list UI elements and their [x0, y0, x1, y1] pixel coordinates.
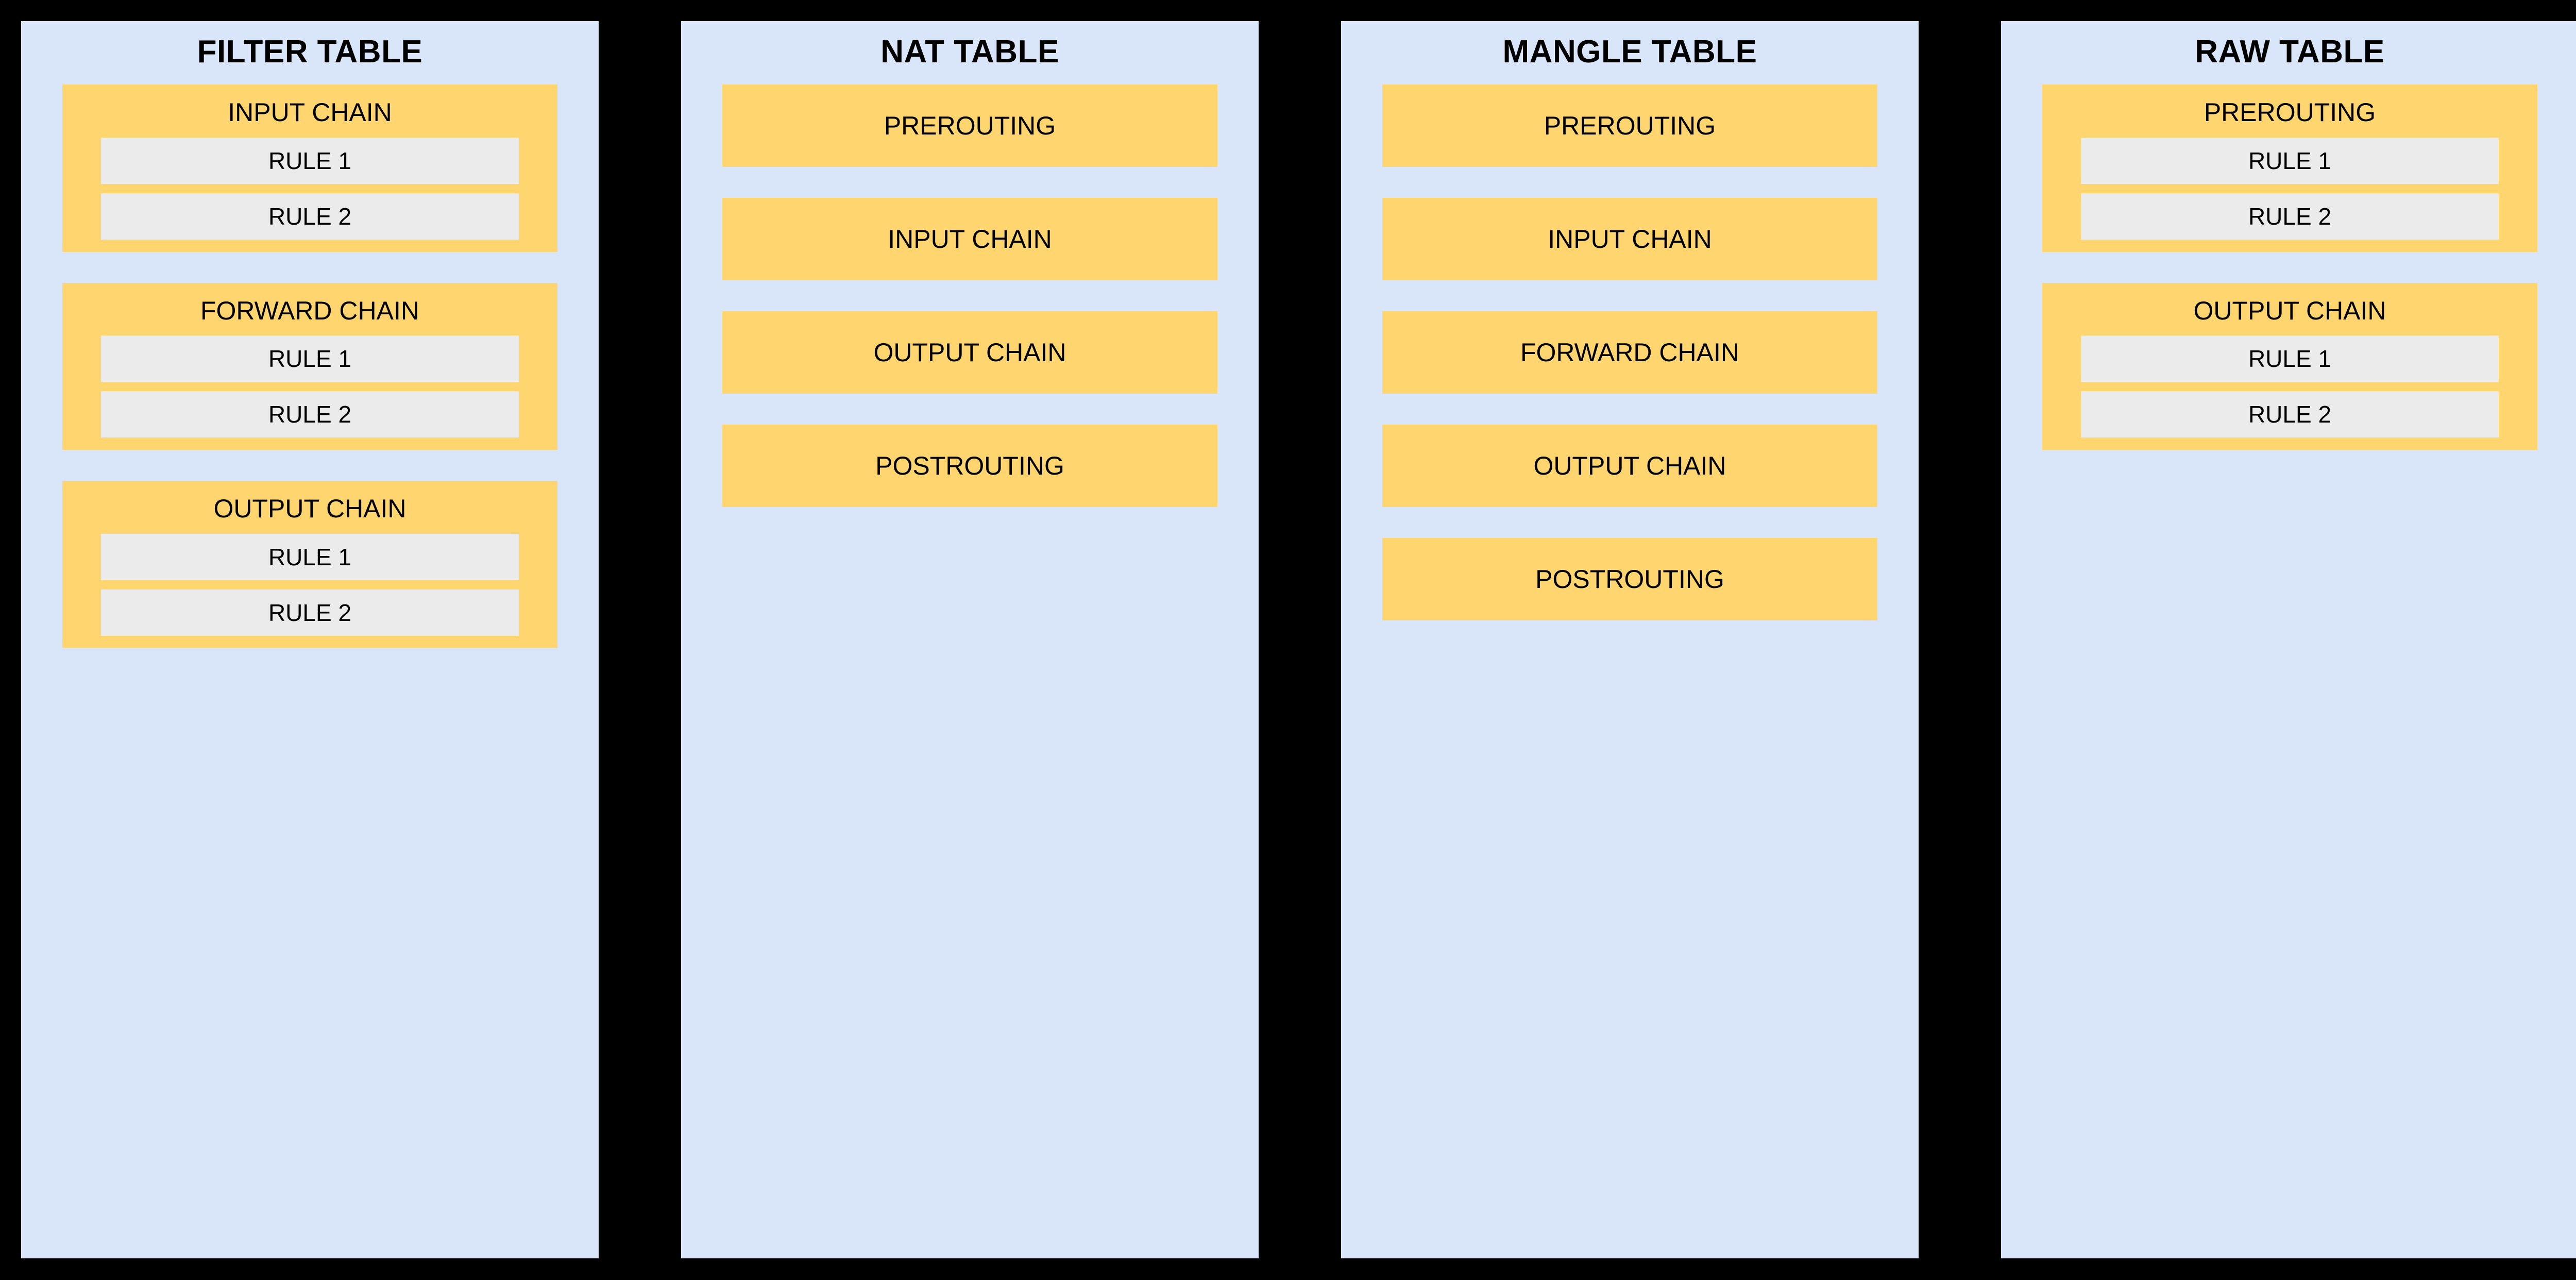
chain-box[interactable]: INPUT CHAIN — [1382, 198, 1877, 281]
chain-box[interactable]: OUTPUT CHAIN — [722, 311, 1217, 394]
table-column: MANGLE TABLE PREROUTING INPUT CHAIN FORWARD… — [1341, 21, 1919, 1258]
rule-box[interactable]: RULE 1 — [101, 137, 519, 184]
chain-list: PREROUTING RULE 1 RULE 2 OUTPUT CHAIN RULE 1… — [2001, 85, 2576, 450]
chain-box[interactable]: INPUT CHAIN — [722, 198, 1217, 281]
rule-box[interactable]: RULE 1 — [101, 335, 519, 382]
chain-box[interactable]: INPUT CHAIN RULE 1 RULE 2 — [62, 85, 557, 252]
chain-box[interactable]: POSTROUTING — [722, 425, 1217, 508]
rule-list: RULE 1 RULE 2 — [2042, 335, 2537, 438]
chain-box[interactable]: OUTPUT CHAIN — [1382, 425, 1877, 508]
rule-list: RULE 1 RULE 2 — [62, 137, 557, 240]
chain-label: PREROUTING — [2204, 98, 2376, 127]
rule-list: RULE 1 RULE 2 — [2042, 137, 2537, 240]
rule-box[interactable]: RULE 1 — [2081, 137, 2499, 184]
rule-box[interactable]: RULE 1 — [2081, 335, 2499, 382]
chain-box[interactable]: OUTPUT CHAIN RULE 1 RULE 2 — [62, 481, 557, 648]
chain-label: INPUT CHAIN — [228, 98, 392, 127]
chain-box[interactable]: PREROUTING RULE 1 RULE 2 — [2042, 85, 2537, 252]
chain-box[interactable]: PREROUTING — [1382, 85, 1877, 167]
table-title: NAT TABLE — [880, 34, 1059, 70]
rule-box[interactable]: RULE 2 — [101, 391, 519, 438]
rule-list: RULE 1 RULE 2 — [62, 533, 557, 636]
table-title: FILTER TABLE — [197, 34, 423, 70]
chain-box[interactable]: FORWARD CHAIN RULE 1 RULE 2 — [62, 282, 557, 450]
rule-box[interactable]: RULE 2 — [2081, 193, 2499, 240]
chain-list: PREROUTING INPUT CHAIN FORWARD CHAIN OUTPUT… — [1341, 85, 1919, 621]
chain-box[interactable]: OUTPUT CHAIN RULE 1 RULE 2 — [2042, 282, 2537, 450]
table-title: RAW TABLE — [2195, 34, 2385, 70]
chain-label: OUTPUT CHAIN — [213, 494, 406, 524]
rule-box[interactable]: RULE 2 — [101, 193, 519, 240]
chain-box[interactable]: FORWARD CHAIN — [1382, 311, 1877, 394]
chain-box[interactable]: PREROUTING — [722, 85, 1217, 167]
chain-label: FORWARD CHAIN — [200, 296, 419, 325]
rule-box[interactable]: RULE 2 — [101, 589, 519, 636]
table-column: NAT TABLE PREROUTING INPUT CHAIN OUTPUT CHA… — [681, 21, 1259, 1258]
rule-box[interactable]: RULE 2 — [2081, 391, 2499, 438]
chain-list: INPUT CHAIN RULE 1 RULE 2 FORWARD CHAIN RULE… — [21, 85, 599, 648]
chain-box[interactable]: POSTROUTING — [1382, 538, 1877, 621]
chain-list: PREROUTING INPUT CHAIN OUTPUT CHAIN POSTROU… — [681, 85, 1259, 508]
rule-box[interactable]: RULE 1 — [101, 533, 519, 580]
chain-label: OUTPUT CHAIN — [2193, 296, 2386, 325]
table-title: MANGLE TABLE — [1502, 34, 1757, 70]
rule-list: RULE 1 RULE 2 — [62, 335, 557, 438]
